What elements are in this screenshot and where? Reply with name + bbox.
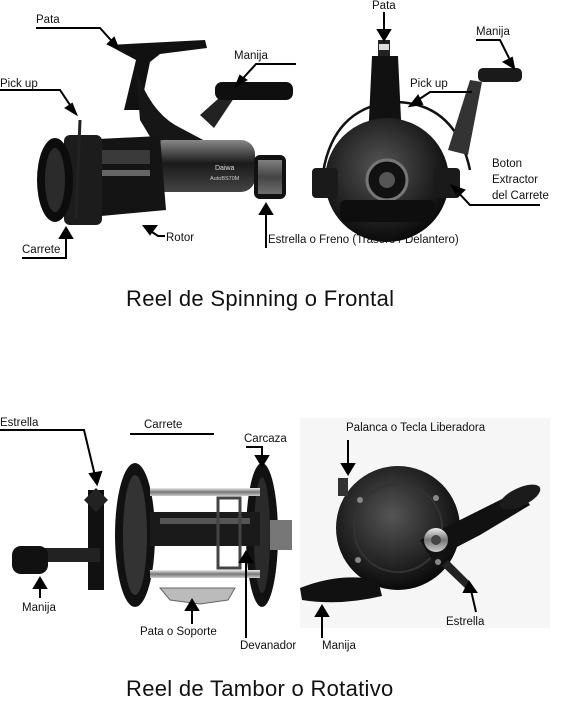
label-rotor: Rotor [166, 232, 195, 244]
label-carcaza: Carcaza [244, 433, 287, 445]
label-manija-spinning: Manija [234, 50, 268, 62]
label-boton-line2: Extractor [492, 174, 539, 186]
baitcast-reel-side-view [12, 463, 292, 607]
label-estrella-baitcast-right: Estrella [446, 616, 485, 628]
title-baitcast: Reel de Tambor o Rotativo [126, 676, 394, 701]
label-carrete-baitcast: Carrete [144, 419, 183, 431]
label-boton-line1: Boton [492, 158, 523, 170]
label-boton-line3: del Carrete [492, 190, 549, 202]
label-pickup-spinning: Pick up [0, 78, 38, 90]
reel-brand-text: Daiwa [215, 165, 235, 172]
label-pata-spinning: Pata [36, 14, 60, 26]
label-manija-baitcast-right: Manija [322, 640, 356, 652]
label-pata-rear: Pata [372, 0, 396, 12]
label-manija-baitcast-left: Manija [22, 602, 56, 614]
label-pata-soporte: Pata o Soporte [140, 626, 217, 638]
pointer-lines [0, 12, 540, 638]
reel-model-text: AutoBS70M [210, 176, 240, 182]
label-palanca: Palanca o Tecla Liberadora [346, 422, 486, 434]
label-devanador: Devanador [240, 640, 297, 652]
spinning-reel-side-view: Daiwa AutoBS70M [37, 40, 293, 225]
spinning-reel-rear-view [312, 40, 522, 242]
label-manija-rear: Manija [476, 26, 510, 38]
baitcast-reel-round-view [300, 418, 550, 628]
label-estrella-freno: Estrella o Freno (Trasero / Delantero) [268, 234, 459, 246]
label-pickup-rear: Pick up [410, 78, 448, 90]
label-estrella-baitcast-left: Estrella [0, 417, 39, 429]
label-carrete-spinning: Carrete [22, 244, 61, 256]
title-spinning: Reel de Spinning o Frontal [126, 286, 395, 311]
